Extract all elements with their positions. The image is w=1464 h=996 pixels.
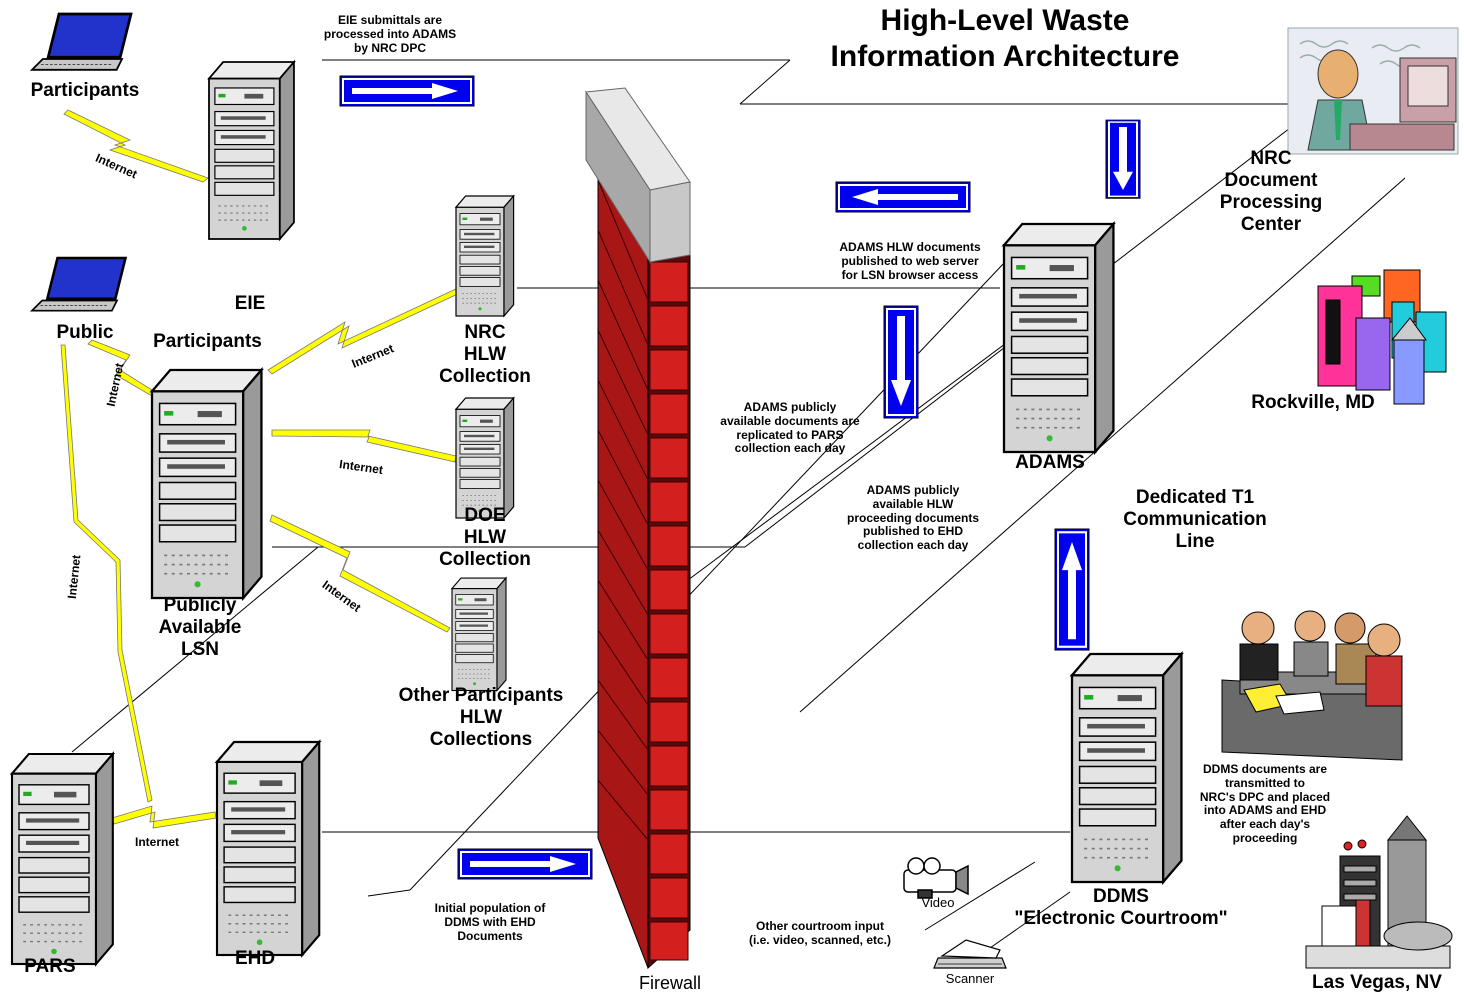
participants-label: Participants [30, 80, 140, 101]
diagram-title: High-Level Waste Information Architectur… [830, 4, 1180, 73]
pars-label: PARS [24, 956, 76, 977]
adams-web-note: ADAMS HLW documents published to web ser… [839, 240, 981, 282]
video-label: Video [921, 895, 955, 910]
city-buildings-icon [1317, 269, 1447, 405]
scanner-icon [933, 939, 1007, 969]
down-arrow-icon [1105, 119, 1141, 200]
lsn-server-icon [150, 368, 263, 600]
nrc-dpc-label: NRC Document Processing Center [1219, 148, 1323, 235]
lightning-bolts [60, 109, 463, 829]
right-arrow-icon-2 [457, 848, 593, 880]
left-arrow-icon [835, 181, 971, 213]
initial-population-note: Initial population of DDMS with EHD Docu… [434, 901, 546, 943]
adams-server-icon [1002, 222, 1115, 454]
participants-laptop-icon [30, 12, 133, 72]
other-hlw-collections-label: Other Participants HLW Collections [398, 685, 564, 750]
right-arrow-icon [339, 75, 475, 107]
internet-label-7: Internet [134, 835, 179, 849]
eie-submittals-note: EIE submittals are processed into ADAMS … [323, 13, 457, 55]
nrc-hlw-collection-label: NRC HLW Collection [439, 322, 531, 387]
doe-hlw-server-icon [455, 397, 515, 519]
ehd-label: EHD [234, 948, 276, 969]
courtroom-meeting-clipart-icon [1221, 610, 1403, 761]
ddms-transmit-note: DDMS documents are transmitted to NRC's … [1199, 762, 1331, 845]
doe-hlw-collection-label: DOE HLW Collection [439, 505, 531, 570]
scanner-label: Scanner [945, 971, 995, 986]
rockville-label: Rockville, MD [1251, 392, 1375, 413]
nrc-hlw-server-icon [455, 195, 515, 317]
public-laptop-icon [30, 256, 127, 312]
ddms-server-icon [1070, 652, 1183, 884]
ddms-label: DDMS "Electronic Courtroom" [1014, 886, 1228, 929]
adams-label: ADAMS [1015, 452, 1085, 473]
ehd-server-icon [215, 740, 321, 957]
adams-pars-note: ADAMS publicly available documents are r… [720, 400, 860, 456]
pars-server-icon [10, 752, 114, 966]
las-vegas-label: Las Vegas, NV [1312, 972, 1442, 993]
office-worker-clipart-icon [1287, 27, 1459, 155]
firewall [585, 87, 691, 970]
other-hlw-server-icon [451, 577, 507, 692]
participants-label-2: Participants [153, 331, 262, 352]
eie-server-icon [208, 61, 295, 240]
t1-line-label: Dedicated T1 Communication Line [1123, 487, 1267, 552]
eie-label: EIE [234, 293, 266, 314]
public-label: Public [56, 322, 114, 343]
las-vegas-buildings-icon [1305, 815, 1453, 969]
up-arrow-icon [1053, 527, 1091, 652]
public-lsn-label: Publicly Available LSN [158, 595, 242, 660]
video-camera-icon [903, 857, 969, 899]
courtroom-input-note: Other courtroom input (i.e. video, scann… [748, 919, 892, 947]
adams-ehd-note: ADAMS publicly available HLW proceeding … [846, 483, 980, 553]
firewall-label: Firewall [638, 973, 701, 993]
